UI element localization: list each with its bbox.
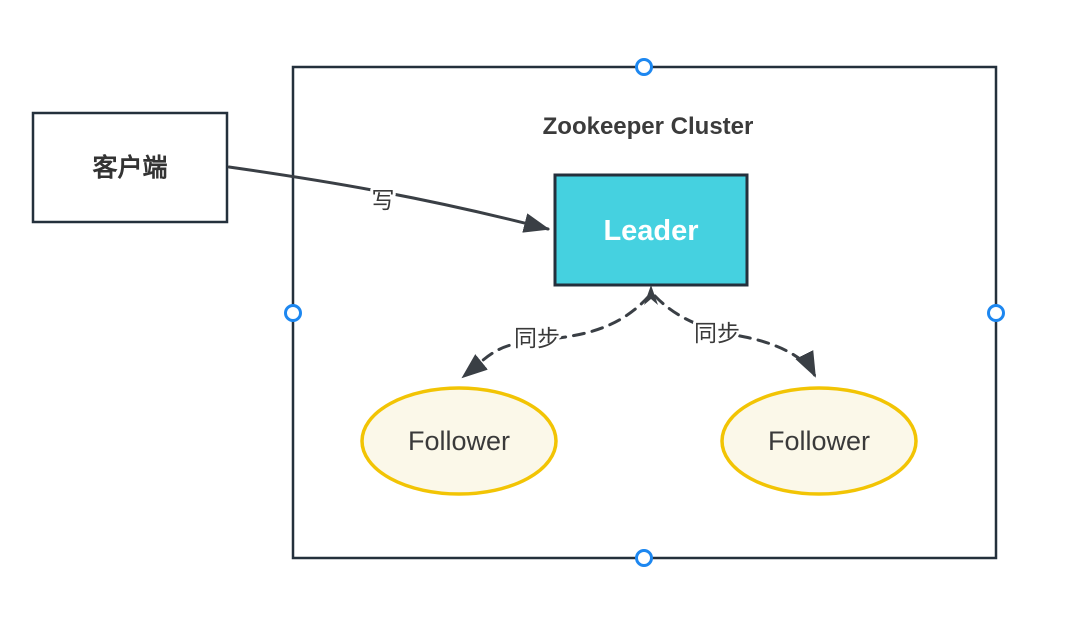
follower-left-node[interactable] [360,386,558,496]
follower-right-label: Follower [768,426,870,456]
follower-right-node[interactable] [720,386,918,496]
sync-arrowhead-up [644,285,658,305]
client-node-label: 客户端 [92,153,167,182]
selection-handle-top[interactable] [635,58,653,76]
selection-handle-right[interactable] [987,304,1005,322]
sync-edge-right[interactable] [653,294,817,378]
write-edge-label: 写 [372,187,395,213]
leader-node-box[interactable] [553,173,749,287]
cluster-title: Zookeeper Cluster [543,113,754,140]
client-node-box[interactable] [31,111,229,224]
selection-handle-bottom[interactable] [635,549,653,567]
sync-edge-right-label: 同步 [694,320,740,346]
leader-node-label: Leader [603,215,698,247]
sync-edge-left-label: 同步 [514,325,560,351]
selection-handle-left[interactable] [284,304,302,322]
sync-edge-left[interactable] [461,294,651,379]
write-edge[interactable] [227,165,550,233]
follower-left-label: Follower [408,426,510,456]
